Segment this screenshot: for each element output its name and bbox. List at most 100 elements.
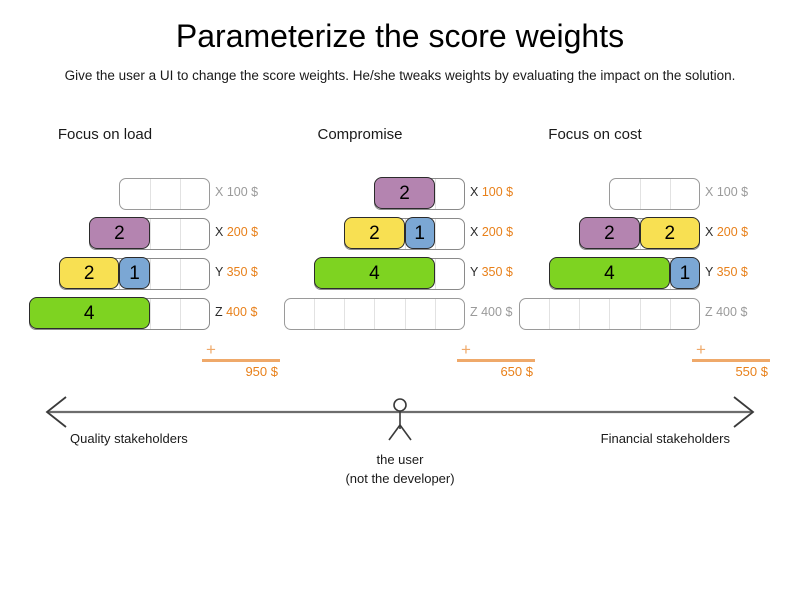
slider-tick-cell[interactable] [671, 179, 701, 209]
slider-tick-cell[interactable] [120, 259, 151, 289]
stick-figure-icon [388, 398, 412, 441]
weight-segment-green[interactable]: 4 [28, 297, 150, 329]
weight-segment-blue[interactable]: 1 [119, 257, 150, 289]
axis-label-left: Quality stakeholders [70, 431, 188, 446]
row-key: X [470, 185, 482, 199]
axis-arrow-left-icon [45, 396, 67, 428]
axis-arrow-right-icon [733, 396, 755, 428]
weight-slider-track[interactable] [518, 298, 701, 330]
slider-tick-cell[interactable] [610, 179, 641, 209]
slider-tick-cell[interactable] [181, 259, 211, 289]
slider-tick-cell[interactable] [671, 299, 701, 329]
weight-segment-blue[interactable]: 1 [669, 257, 700, 289]
row-key: Y [705, 265, 717, 279]
row-amount: 100 $ [226, 185, 259, 199]
weight-slider-track[interactable] [609, 178, 700, 210]
column-header: Focus on load [57, 126, 153, 143]
slider-tick-cell[interactable] [436, 299, 466, 329]
weight-segment-yellow[interactable]: 2 [344, 217, 405, 249]
user-caption-line-1: the user [376, 452, 424, 467]
slider-tick-cell[interactable] [406, 219, 436, 249]
row-cost-label: X 200 $ [215, 225, 258, 239]
slider-tick-cell[interactable] [610, 299, 641, 329]
slider-tick-cell[interactable] [550, 299, 581, 329]
row-amount: 100 $ [716, 185, 749, 199]
row-cost-label: X 200 $ [705, 225, 748, 239]
row-amount: 350 $ [481, 265, 513, 279]
slider-tick-cell[interactable] [120, 179, 151, 209]
row-key: Y [470, 265, 482, 279]
total-amount: 550 $ [735, 363, 768, 379]
weight-segment-yellow[interactable]: 2 [639, 217, 700, 249]
slider-tick-cell[interactable] [406, 179, 436, 209]
axis-arrow-svg [45, 396, 755, 441]
row-cost-label: Z 400 $ [215, 305, 257, 319]
slider-tick-cell[interactable] [641, 299, 671, 329]
slider-tick-cell[interactable] [151, 219, 181, 249]
row-amount: 200 $ [481, 225, 514, 239]
sum-divider-rule [692, 359, 770, 362]
weight-row: Z 400 $ [255, 298, 555, 330]
slider-tick-cell[interactable] [406, 259, 436, 289]
slider-tick-cell[interactable] [520, 299, 550, 329]
slider-tick-cell[interactable] [120, 219, 151, 249]
slider-tick-cell[interactable] [436, 219, 466, 249]
slider-tick-cell[interactable] [436, 259, 466, 289]
slider-tick-cell[interactable] [315, 299, 346, 329]
row-key: Z [215, 305, 227, 319]
column-total: +950 $ [202, 340, 280, 379]
slider-tick-cell[interactable] [375, 299, 406, 329]
weight-slider-track[interactable] [283, 298, 466, 330]
slider-tick-cell[interactable] [406, 299, 436, 329]
sum-divider-rule [457, 359, 535, 362]
sum-plus-symbol: + [206, 340, 216, 359]
row-cost-label: Z 400 $ [470, 305, 512, 319]
slider-tick-cell[interactable] [436, 179, 466, 209]
weight-row: X 100 $ [490, 178, 790, 210]
slider-tick-cell[interactable] [151, 259, 181, 289]
slider-tick-cell[interactable] [120, 299, 151, 329]
row-cost-label: Z 400 $ [705, 305, 747, 319]
page-title: Parameterize the score weights [175, 18, 625, 54]
slider-tick-cell[interactable] [181, 299, 211, 329]
weight-row: X 100 $ [0, 178, 300, 210]
weight-segment-purple[interactable]: 2 [89, 217, 150, 249]
slider-tick-cell[interactable] [151, 299, 181, 329]
row-key: Z [705, 305, 717, 319]
weight-segment-blue[interactable]: 1 [404, 217, 435, 249]
row-key: X [705, 185, 717, 199]
row-cost-label: X 100 $ [470, 185, 513, 199]
slider-tick-cell[interactable] [641, 179, 671, 209]
weight-segment-purple[interactable]: 2 [579, 217, 640, 249]
column-total: +650 $ [457, 341, 535, 379]
weight-row: 4 Y 350 $ [255, 257, 555, 290]
weight-row: Z 400 $ [490, 298, 790, 330]
page-subtitle: Give the user a UI to change the score w… [64, 68, 736, 83]
slider-tick-cell[interactable] [181, 179, 211, 209]
slider-tick-cell[interactable] [345, 299, 376, 329]
row-key: X [215, 185, 227, 199]
row-cost-label: X 200 $ [470, 225, 513, 239]
weight-segment-purple[interactable]: 2 [374, 177, 435, 209]
row-cost-label: Y 350 $ [215, 265, 258, 279]
column-header: Focus on cost [548, 126, 642, 143]
slider-tick-cell[interactable] [151, 179, 181, 209]
weight-row: 2 X 100 $ [255, 177, 555, 210]
row-amount: 350 $ [716, 265, 748, 279]
weight-segment-yellow[interactable]: 2 [59, 257, 120, 289]
weight-slider-track[interactable] [119, 178, 210, 210]
row-key: X [215, 225, 227, 239]
slider-tick-cell[interactable] [181, 219, 211, 249]
slider-tick-cell[interactable] [285, 299, 315, 329]
stakeholder-axis: Quality stakeholders Financial stakehold… [0, 392, 800, 502]
row-amount: 200 $ [226, 225, 259, 239]
weight-segment-green[interactable]: 4 [314, 257, 435, 289]
row-key: Z [470, 305, 482, 319]
row-cost-label: Y 350 $ [470, 265, 513, 279]
slider-tick-cell[interactable] [580, 299, 611, 329]
weight-segment-green[interactable]: 4 [549, 257, 670, 289]
row-amount: 350 $ [226, 265, 258, 279]
